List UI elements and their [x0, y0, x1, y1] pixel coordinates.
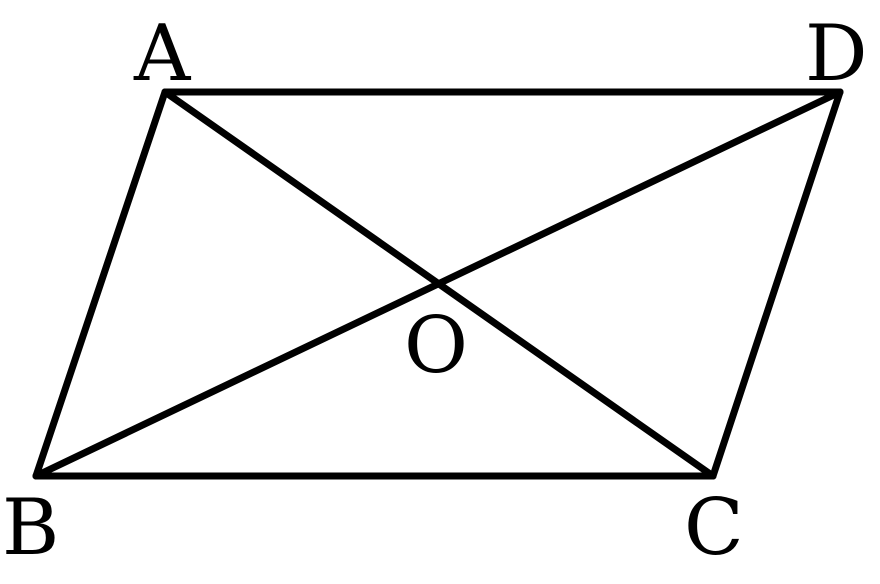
side-ab [32, 88, 169, 480]
label-d: D [805, 9, 868, 99]
diagonal-bd [32, 88, 844, 480]
label-b: B [2, 483, 59, 573]
label-o: O [404, 301, 468, 391]
side-cd [709, 88, 844, 480]
label-c: C [684, 483, 744, 573]
label-a: A [133, 9, 192, 99]
